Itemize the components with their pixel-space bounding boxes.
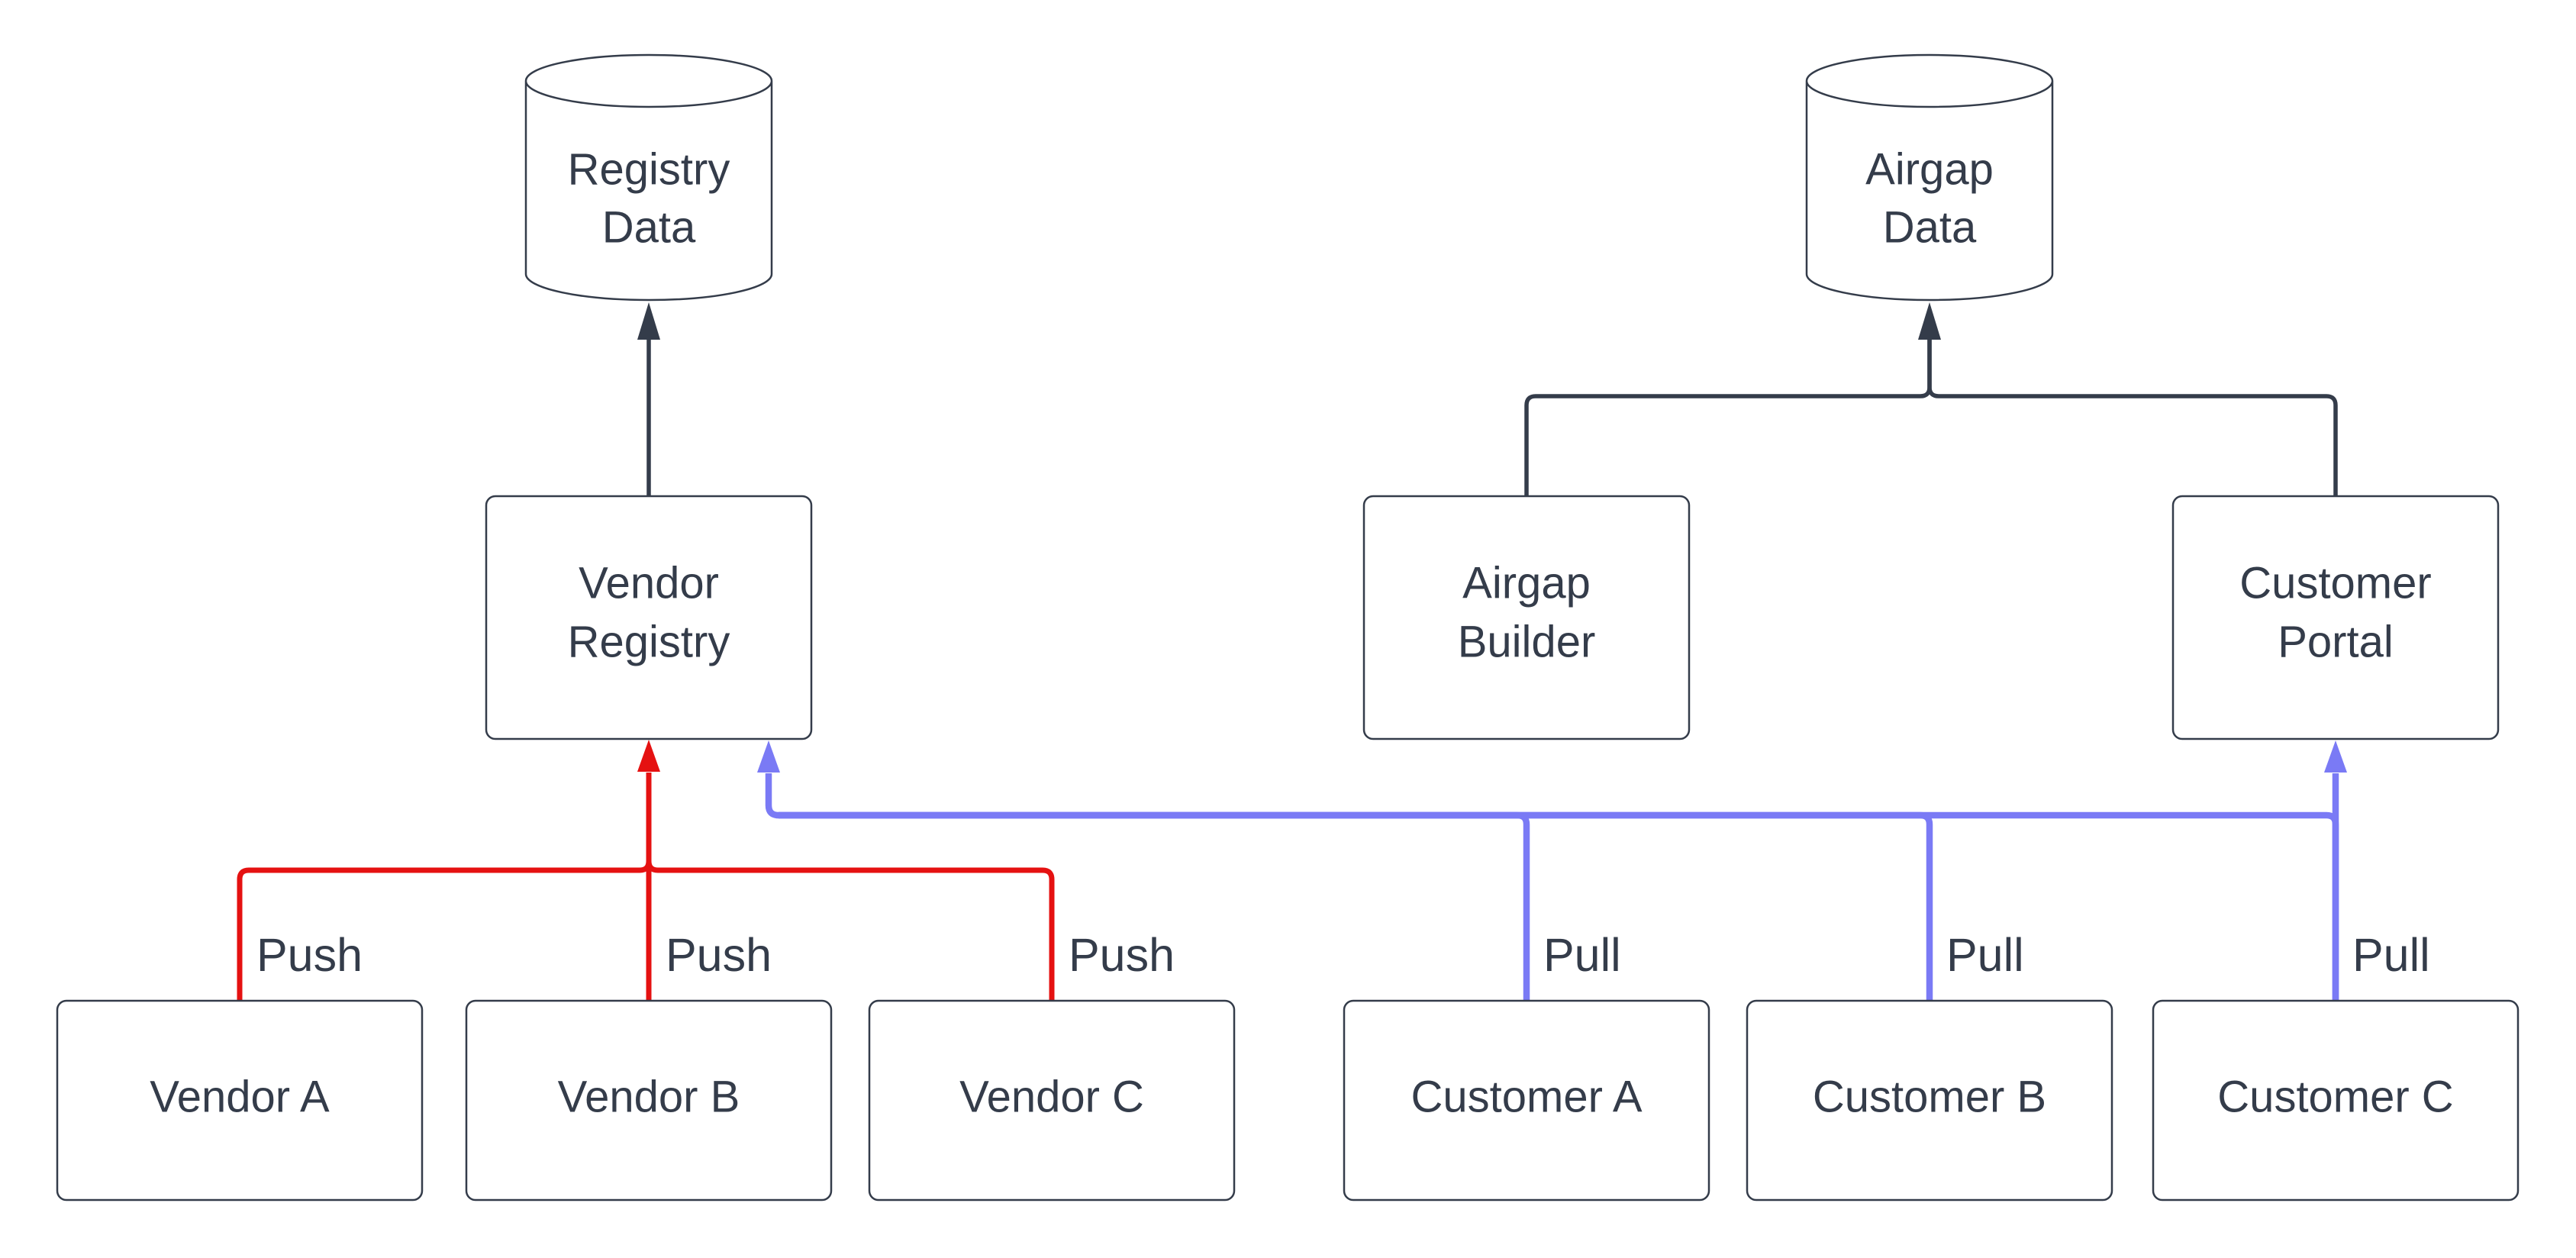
- process-box: [56, 999, 424, 1202]
- process-box: [1362, 495, 1691, 740]
- node-vendor-a: Vendor A: [56, 999, 424, 1202]
- process-box: [485, 495, 813, 740]
- node-airgap-data: Airgap Data: [1805, 53, 2054, 302]
- push-label-vendor-a: Push: [256, 929, 363, 981]
- node-vendor-b: Vendor B: [465, 999, 833, 1202]
- edge-customer-b-pull: [779, 811, 1933, 1001]
- customer-portal-label-line1: Customer: [2239, 559, 2431, 608]
- airgap-data-label-line1: Airgap: [1865, 145, 1994, 195]
- customer-b-label: Customer B: [1813, 1073, 2046, 1122]
- registry-data-label-line2: Data: [602, 203, 696, 253]
- process-box: [1343, 999, 1710, 1202]
- customer-a-label: Customer A: [1411, 1073, 1643, 1122]
- vendor-c-label: Vendor C: [959, 1073, 1144, 1122]
- node-customer-b: Customer B: [1746, 999, 2113, 1202]
- registry-data-label-line1: Registry: [568, 145, 730, 195]
- edge-airgap-builder-to-airgap-data: [1524, 340, 1932, 496]
- airgap-builder-label-line2: Builder: [1458, 618, 1596, 667]
- process-box: [1746, 999, 2113, 1202]
- push-label-vendor-b: Push: [666, 929, 772, 981]
- process-box: [2171, 495, 2500, 740]
- vendor-a-label: Vendor A: [150, 1073, 330, 1122]
- node-customer-portal: Customer Portal: [2171, 495, 2500, 740]
- pull-label-customer-b: Pull: [1946, 929, 2024, 981]
- customer-portal-label-line2: Portal: [2278, 618, 2394, 667]
- database-cylinder-shape: [524, 53, 773, 302]
- push-label-vendor-c: Push: [1069, 929, 1175, 981]
- arrowhead-push-vendor-registry: [637, 740, 660, 772]
- arrowhead-pull-customer-portal: [2324, 740, 2347, 773]
- customer-c-label: Customer C: [2217, 1073, 2453, 1122]
- airgap-data-label-line2: Data: [1883, 203, 1977, 253]
- database-cylinder-shape: [1805, 53, 2054, 302]
- node-airgap-builder: Airgap Builder: [1362, 495, 1691, 740]
- process-box: [465, 999, 833, 1202]
- arrowhead-registry-data: [637, 302, 660, 340]
- node-vendor-registry: Vendor Registry: [485, 495, 813, 740]
- node-customer-c: Customer C: [2152, 999, 2520, 1202]
- node-vendor-c: Vendor C: [868, 999, 1236, 1202]
- process-box: [868, 999, 1236, 1202]
- vendor-b-label: Vendor B: [558, 1073, 740, 1122]
- pull-label-customer-c: Pull: [2352, 929, 2430, 981]
- edge-customer-portal-to-airgap-data: [1927, 340, 2338, 496]
- node-customer-a: Customer A: [1343, 999, 1710, 1202]
- arrowhead-pull-vendor-registry: [757, 740, 780, 773]
- arrowhead-airgap-data: [1918, 302, 1941, 340]
- pull-label-customer-a: Pull: [1543, 929, 1621, 981]
- airgap-builder-label-line1: Airgap: [1462, 559, 1591, 608]
- vendor-registry-label-line2: Registry: [568, 618, 730, 667]
- node-registry-data: Registry Data: [524, 53, 773, 302]
- vendor-registry-label-line1: Vendor: [579, 559, 719, 608]
- process-box: [2152, 999, 2520, 1202]
